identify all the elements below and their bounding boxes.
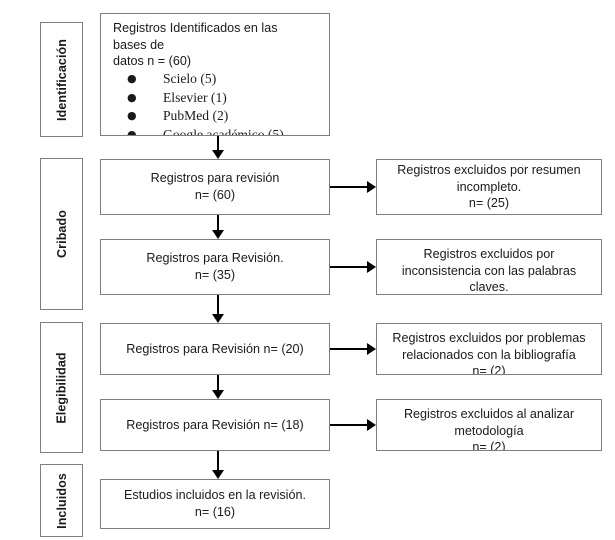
excluded-box-resumen: Registros excluidos por resumen incomple… <box>376 159 602 215</box>
main-box-incluidos-16: Estudios incluidos en la revisión. n= (1… <box>100 479 330 529</box>
list-item: ● Google académico (5) <box>101 126 329 136</box>
box-line-3: n= (2) <box>472 440 506 451</box>
source-label: Elsevier (1) <box>163 89 227 105</box>
box-line-2: relacionados con la bibliografía <box>402 347 576 362</box>
box-line-2: inconsistencia con las palabras <box>401 263 577 278</box>
box-line-2: incompleto. <box>456 179 522 194</box>
main-box-revision-35: Registros para Revisión. n= (35) <box>100 239 330 295</box>
arrow-right-to-excluidos-resumen <box>330 179 376 195</box>
main-box-revision-18: Registros para Revisión n= (18) <box>100 399 330 451</box>
box-line-1: Registros excluidos por problemas <box>392 331 586 345</box>
list-item: ● PubMed (2) <box>101 107 329 126</box>
box-line-2: n= (16) <box>194 505 236 519</box>
source-label: Google académico (5) <box>163 127 284 136</box>
box-line-3: claves. <box>469 280 509 295</box>
stage-label-cribado: Cribado <box>54 210 69 258</box>
box-line-2: n= (35) <box>194 268 236 282</box>
stage-box-identificacion: Identificación <box>40 22 83 137</box>
box-line-1: Estudios incluidos en la revisión. <box>123 488 306 503</box>
identification-source-list: ● Scielo (5) ● Elsevier (1) ● PubMed (2)… <box>101 70 329 136</box>
bullet-icon: ● <box>127 90 137 104</box>
main-box-revision-20: Registros para Revisión n= (20) <box>100 323 330 375</box>
identification-heading-line3: datos n = (60) <box>113 54 192 69</box>
box-line-1: Registros excluidos por resumen <box>397 162 581 177</box>
arrow-down-revision60-to-revision35 <box>210 215 226 239</box>
arrow-right-to-excluidos-metodologia <box>330 417 376 433</box>
arrow-down-revision35-to-revision20 <box>210 295 226 323</box>
box-line-1: Registros para revisión <box>150 171 280 186</box>
arrow-right-to-excluidos-bibliografia <box>330 341 376 357</box>
stage-box-elegibilidad: Elegibilidad <box>40 322 83 453</box>
main-box-revision-60: Registros para revisión n= (60) <box>100 159 330 215</box>
arrow-down-identificacion-to-revision60 <box>210 136 226 159</box>
box-line-1: Registros excluidos al analizar <box>403 407 575 421</box>
identification-box: Registros Identificados en las bases de … <box>100 13 330 136</box>
list-item: ● Elsevier (1) <box>101 89 329 108</box>
arrow-down-revision20-to-revision18 <box>210 375 226 399</box>
source-label: Scielo (5) <box>163 71 217 87</box>
box-line-3: n= (2) <box>472 364 506 375</box>
bullet-icon: ● <box>127 128 137 136</box>
source-label: PubMed (2) <box>163 108 229 124</box>
bullet-icon: ● <box>127 72 137 86</box>
arrow-down-revision18-to-incluidos <box>210 451 226 479</box>
list-item: ● Scielo (5) <box>101 70 329 89</box>
arrow-right-to-excluidos-palabras-clave <box>330 259 376 275</box>
box-line-3: n= (25) <box>468 196 510 211</box>
stage-label-elegibilidad: Elegibilidad <box>54 351 69 424</box>
box-line-1: Registros para Revisión n= (20) <box>126 341 304 356</box>
box-line-2: metodología <box>454 423 524 438</box>
bullet-icon: ● <box>127 109 137 123</box>
excluded-box-bibliografia: Registros excluidos por problemas relaci… <box>376 323 602 375</box>
stage-label-incluidos: Incluidos <box>54 472 69 529</box>
box-line-1: Registros para Revisión. <box>146 251 284 266</box>
identification-heading-line2: bases de <box>113 37 165 52</box>
excluded-box-metodologia: Registros excluidos al analizar metodolo… <box>376 399 602 451</box>
identification-heading-line1: Registros Identificados en las <box>113 21 278 35</box>
stage-box-cribado: Cribado <box>40 158 83 310</box>
stage-label-identificacion: Identificación <box>54 38 69 121</box>
box-line-2: n= (60) <box>194 188 236 202</box>
box-line-1: Registros para Revisión n= (18) <box>126 417 304 432</box>
box-line-1: Registros excluidos por <box>423 247 555 261</box>
excluded-box-palabras-clave: Registros excluidos por inconsistencia c… <box>376 239 602 295</box>
stage-box-incluidos: Incluidos <box>40 464 83 537</box>
